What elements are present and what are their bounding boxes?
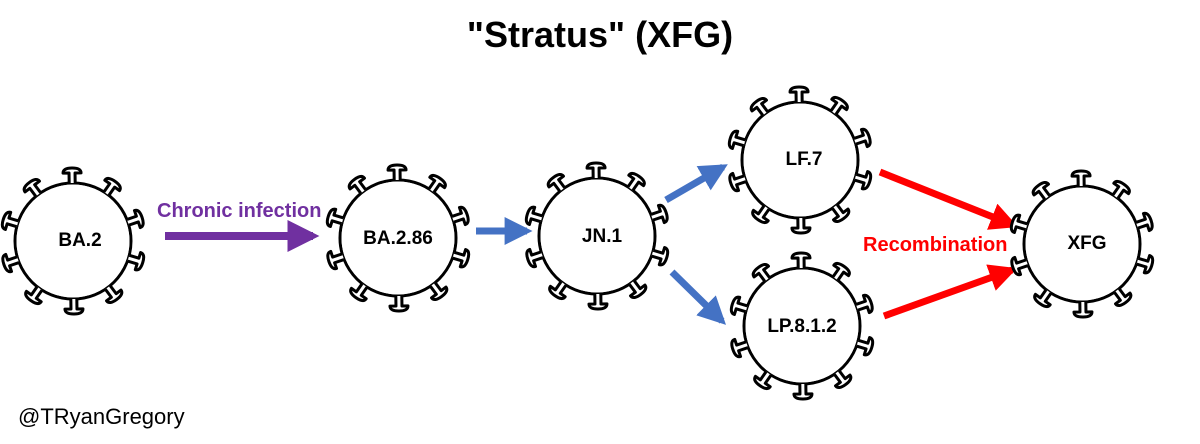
edge-lp812-xfg xyxy=(882,264,1018,320)
virus-spike xyxy=(1010,255,1029,277)
node-label-ba2: BA.2 xyxy=(58,230,101,251)
virus-spike xyxy=(831,261,851,282)
virus-spike xyxy=(1009,213,1028,235)
virus-spike xyxy=(525,247,544,269)
virus-spike xyxy=(524,205,543,227)
virus-spike xyxy=(386,163,408,181)
virus-spike xyxy=(1111,179,1131,200)
virus-spike xyxy=(728,171,747,193)
virus-spike xyxy=(1033,288,1053,309)
node-label-xfg: XFG xyxy=(1067,233,1106,254)
virus-spike xyxy=(63,298,85,316)
virus-spike xyxy=(1072,301,1094,319)
virus-spike xyxy=(1,252,20,274)
virus-spike xyxy=(833,369,853,390)
virus-spike xyxy=(790,217,812,235)
virus-spike xyxy=(104,284,124,305)
virus-spike xyxy=(751,262,771,283)
virus-inner xyxy=(341,181,455,295)
virus-spike xyxy=(829,95,849,116)
virus-spike xyxy=(853,127,872,149)
node-lp812 xyxy=(729,251,875,401)
virus-spike xyxy=(126,208,145,230)
virus-spike xyxy=(451,205,470,227)
virus-spike xyxy=(452,247,471,269)
virus-inner xyxy=(16,184,130,298)
virus-inner xyxy=(540,179,654,293)
virus-spike xyxy=(831,203,851,224)
virus-spike xyxy=(1113,287,1133,308)
virus-spike xyxy=(792,383,814,401)
virus-spike xyxy=(326,249,345,271)
virus-inner xyxy=(1025,187,1139,301)
virus-spike xyxy=(788,85,810,103)
author-credit: @TRyanGregory xyxy=(18,404,185,429)
node-ba2 xyxy=(0,166,146,316)
virus-spike xyxy=(855,293,874,315)
virus-inner xyxy=(743,103,857,217)
virus-spike xyxy=(1031,180,1051,201)
virus-spike xyxy=(325,207,344,229)
virus-spike xyxy=(628,279,648,300)
virus-spike xyxy=(727,129,746,151)
virus-spike xyxy=(854,169,873,191)
virus-spike xyxy=(388,295,410,313)
virus-spike xyxy=(427,173,447,194)
edge-jn1-lp812 xyxy=(669,269,726,325)
virus-inner xyxy=(745,269,859,383)
virus-spike xyxy=(749,96,769,117)
node-xfg xyxy=(1009,169,1155,319)
node-ba286 xyxy=(325,163,471,313)
node-label-lf7: LF.7 xyxy=(786,149,823,170)
virus-spike xyxy=(626,171,646,192)
edge-label-chronic-infection: Chronic infection xyxy=(157,200,322,222)
diagram-title: "Stratus" (XFG) xyxy=(466,14,734,55)
virus-spike xyxy=(651,245,670,267)
virus-spike xyxy=(102,176,122,197)
node-label-lp812: LP.8.1.2 xyxy=(767,316,836,337)
edge-label-recombination: Recombination xyxy=(863,234,1008,256)
virus-spike xyxy=(0,210,19,232)
virus-spike xyxy=(347,174,367,195)
virus-spike xyxy=(349,282,369,303)
virus-spike xyxy=(1135,211,1154,233)
node-lf7 xyxy=(727,85,873,235)
virus-spike xyxy=(650,203,669,225)
virus-spike xyxy=(429,281,449,302)
virus-spike xyxy=(729,295,748,317)
virus-spike xyxy=(753,370,773,391)
node-label-jn1: JN.1 xyxy=(582,226,623,247)
virus-spike xyxy=(790,251,812,269)
virus-spike xyxy=(585,161,607,179)
virus-spike xyxy=(730,337,749,359)
node-label-ba286: BA.2.86 xyxy=(363,228,433,249)
virus-spike xyxy=(546,172,566,193)
virus-spike xyxy=(587,293,609,311)
virus-spike xyxy=(1070,169,1092,187)
virus-spike xyxy=(856,335,875,357)
virus-spike xyxy=(1136,253,1155,275)
edge-jn1-lf7 xyxy=(664,163,728,204)
virus-spike xyxy=(751,204,771,225)
virus-spike xyxy=(127,250,146,272)
virus-spike xyxy=(548,280,568,301)
virus-spike xyxy=(24,285,44,306)
virus-spike xyxy=(22,177,42,198)
edge-lf7-xfg xyxy=(878,168,1019,230)
node-jn1 xyxy=(524,161,670,311)
virus-spike xyxy=(61,166,83,184)
